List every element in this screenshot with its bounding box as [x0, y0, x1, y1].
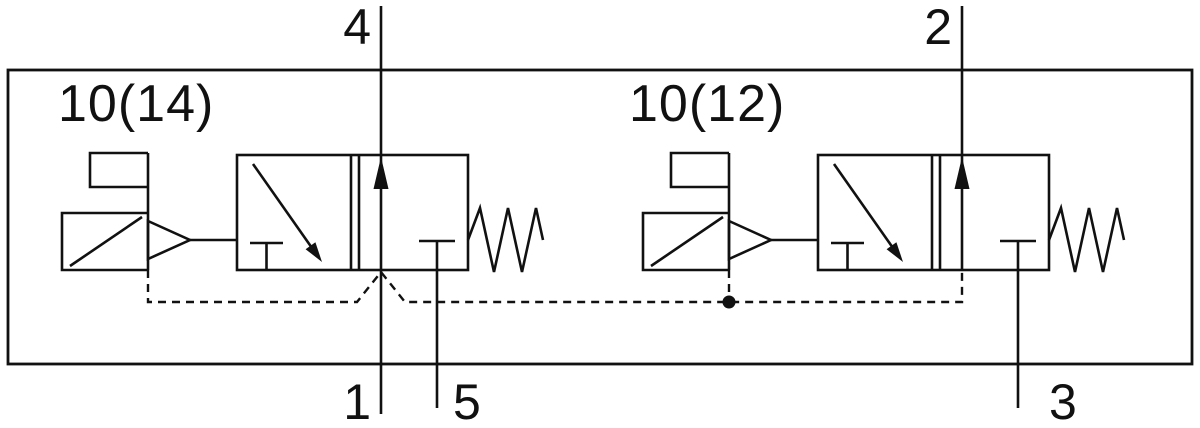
pilot-label-right: 10(12) [629, 75, 785, 133]
pilot-line-main [146, 270, 964, 304]
valve-unit-right [641, 4, 1126, 410]
port-label-3: 3 [1049, 374, 1077, 428]
pilot-label-left: 10(14) [58, 75, 214, 133]
port-label-2: 2 [924, 0, 952, 55]
port-label-5: 5 [453, 374, 481, 428]
pilot-signal-lines [146, 270, 964, 304]
enclosure-outline [6, 68, 1194, 366]
port-label-4: 4 [343, 0, 371, 55]
port-label-1: 1 [343, 374, 371, 428]
pilot-junction-dot [722, 295, 736, 309]
valve-unit-left [60, 4, 545, 410]
